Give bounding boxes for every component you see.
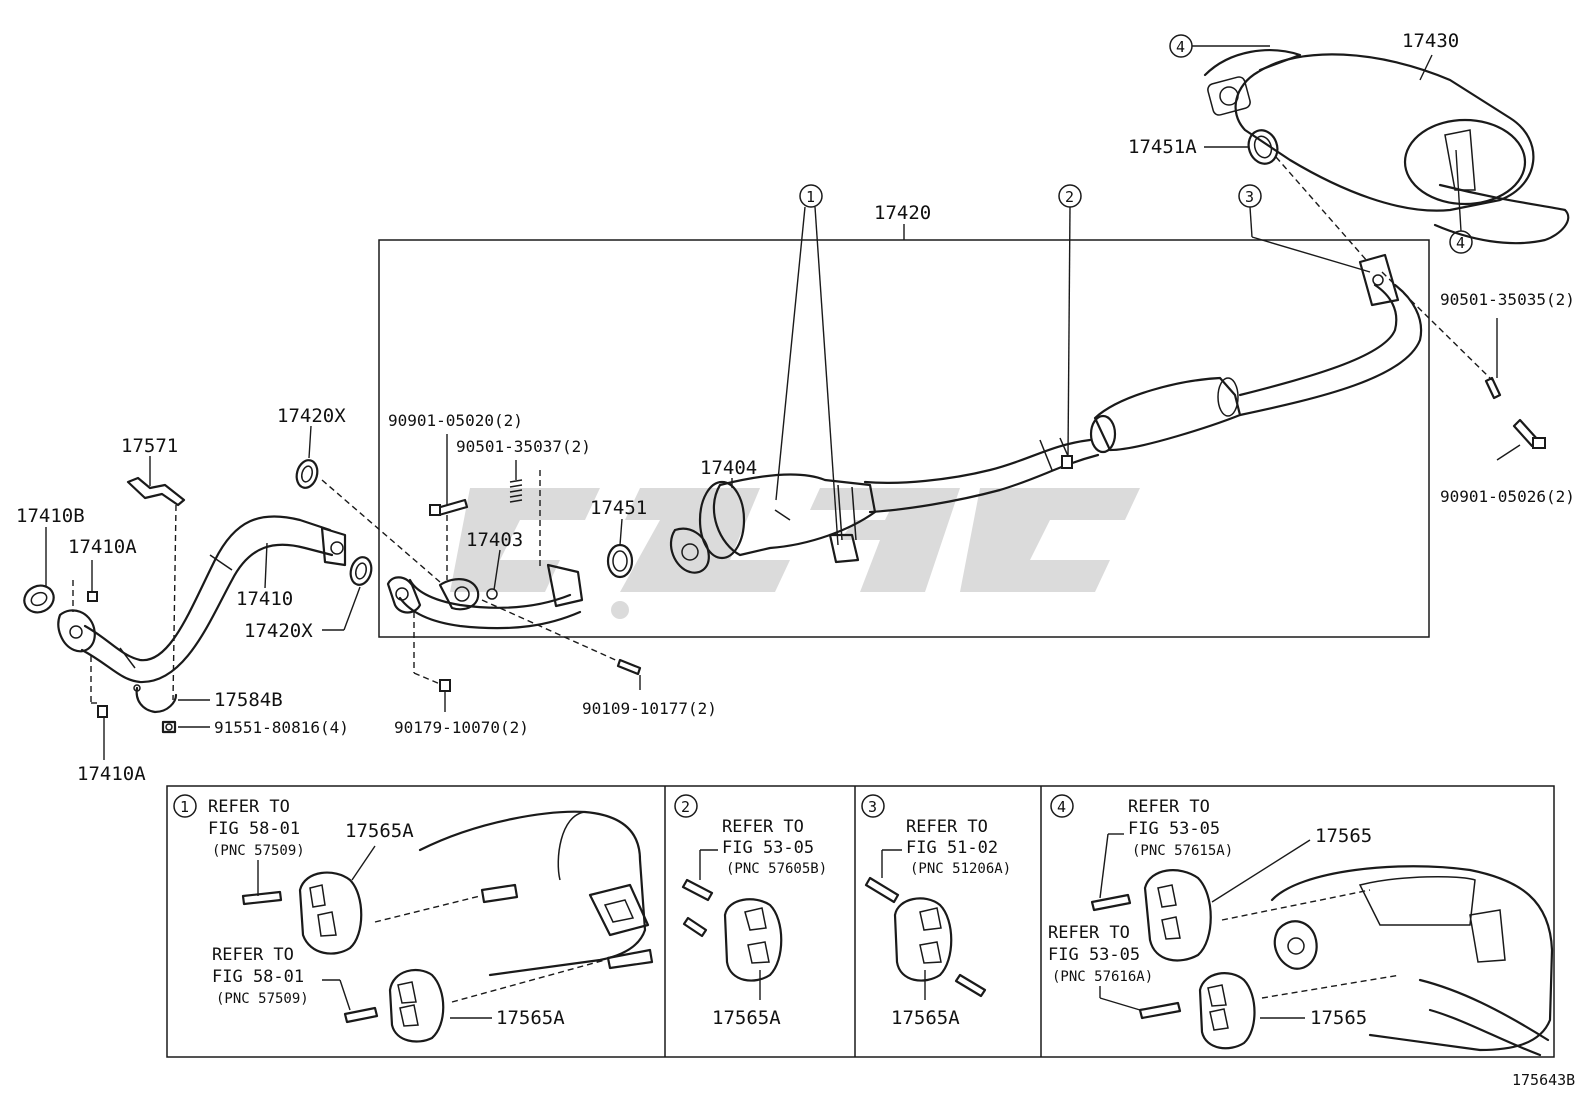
panel-1-pnc-2: (PNC 57509)	[216, 991, 309, 1007]
spring-90501-35037[interactable]	[509, 479, 523, 503]
panel-2-part[interactable]: 17565A	[712, 1007, 781, 1029]
panel-1: 1 REFER TO FIG 58-01 (PNC 57509) 17565A …	[173, 794, 654, 1043]
nut-17410A-bottom[interactable]	[97, 705, 108, 718]
callout-3[interactable]: 3	[1245, 188, 1254, 206]
gasket-17410B[interactable]	[20, 581, 58, 617]
callout-4-right[interactable]: 4	[1456, 234, 1465, 252]
panel-4-refer-to-2: REFER TO	[1048, 923, 1130, 943]
bolt-90901-05020[interactable]	[429, 498, 469, 517]
panel-1-refer-to-1: REFER TO	[208, 797, 290, 817]
bolt-90109-10177[interactable]	[616, 658, 642, 676]
label-17410[interactable]: 17410	[236, 588, 293, 610]
panel-1-fig-1[interactable]: FIG 58-01	[208, 819, 300, 839]
front-pipe-17403[interactable]	[386, 563, 584, 630]
panel-3: 3 REFER TO FIG 51-02 (PNC 51206A) 17565A	[861, 794, 1011, 1029]
panel-4-pnc-1: (PNC 57615A)	[1132, 843, 1233, 859]
label-90901-05026[interactable]: 90901-05026(2)	[1440, 487, 1575, 506]
bracket-17571[interactable]	[126, 476, 186, 507]
panel-3-part[interactable]: 17565A	[891, 1007, 960, 1029]
panel-1-fig-2[interactable]: FIG 58-01	[212, 967, 304, 987]
panel-3-number: 3	[868, 798, 877, 816]
rubber-hanger-17565A-panel3[interactable]	[893, 897, 953, 982]
label-17584B[interactable]: 17584B	[214, 689, 283, 711]
label-17404[interactable]: 17404	[700, 457, 757, 479]
label-17410B[interactable]: 17410B	[16, 505, 85, 527]
panel-3-refer-to: REFER TO	[906, 817, 988, 837]
gasket-17451[interactable]	[606, 543, 634, 579]
label-17571[interactable]: 17571	[121, 435, 178, 457]
panel-2: 2 REFER TO FIG 53-05 (PNC 57605B) 17565A	[674, 794, 827, 1029]
panel-1-number: 1	[180, 798, 189, 816]
panel-4-fig-1[interactable]: FIG 53-05	[1128, 819, 1220, 839]
panel-4: 4 REFER TO FIG 53-05 (PNC 57615A) REFER …	[1048, 794, 1554, 1057]
panel-4-part-a[interactable]: 17565	[1315, 825, 1372, 847]
label-17451A[interactable]: 17451A	[1128, 136, 1197, 158]
label-90109-10177[interactable]: 90109-10177(2)	[582, 699, 717, 718]
panel-4-number: 4	[1057, 798, 1066, 816]
label-17420[interactable]: 17420	[874, 202, 931, 224]
bolt-90501-35035[interactable]	[1484, 376, 1502, 400]
label-17403[interactable]: 17403	[466, 529, 523, 551]
exhaust-pipe-17410[interactable]	[57, 515, 347, 684]
rubber-hanger-17565A-upper[interactable]	[298, 871, 363, 955]
panel-1-part-a[interactable]: 17565A	[345, 820, 414, 842]
panel-4-fig-2[interactable]: FIG 53-05	[1048, 945, 1140, 965]
rubber-hanger-17565A-panel2[interactable]	[723, 898, 783, 982]
panel-3-fig[interactable]: FIG 51-02	[906, 838, 998, 858]
panel-1-pnc-1: (PNC 57509)	[212, 843, 305, 859]
label-91551-80816[interactable]: 91551-80816(4)	[214, 718, 349, 737]
label-90179-10070[interactable]: 90179-10070(2)	[394, 718, 529, 737]
label-17410A-bottom[interactable]: 17410A	[77, 763, 146, 785]
rubber-hanger-17565-lower[interactable]	[1198, 972, 1256, 1050]
rubber-hanger-17565-upper[interactable]	[1143, 869, 1212, 962]
panel-4-pnc-2: (PNC 57616A)	[1052, 969, 1153, 985]
watermark-logo	[450, 488, 1140, 619]
gasket-17451A[interactable]	[1244, 126, 1282, 168]
label-90501-35035[interactable]: 90501-35035(2)	[1440, 290, 1575, 309]
callout-1[interactable]: 1	[806, 188, 815, 206]
nut-17410A-top[interactable]	[87, 591, 98, 602]
label-17451[interactable]: 17451	[590, 497, 647, 519]
bolt-91551-80816[interactable]	[161, 720, 177, 734]
panel-4-part-b[interactable]: 17565	[1310, 1007, 1367, 1029]
label-90501-35037[interactable]: 90501-35037(2)	[456, 437, 591, 456]
panel-2-refer-to: REFER TO	[722, 817, 804, 837]
panel-1-part-b[interactable]: 17565A	[496, 1007, 565, 1029]
panel-2-number: 2	[681, 798, 690, 816]
gasket-17420X-top[interactable]	[294, 458, 321, 490]
nut-90179-10070[interactable]	[439, 679, 451, 692]
hanger-detail-frame	[166, 785, 1555, 1058]
gasket-17420X-bottom[interactable]	[348, 555, 375, 587]
panel-2-pnc: (PNC 57605B)	[726, 861, 827, 877]
bolt-90901-05026[interactable]	[1512, 418, 1546, 449]
label-17420X-bottom[interactable]: 17420X	[244, 620, 313, 642]
label-17430[interactable]: 17430	[1402, 30, 1459, 52]
callout-2[interactable]: 2	[1065, 188, 1074, 206]
label-17410A-top[interactable]: 17410A	[68, 536, 137, 558]
panel-1-refer-to-2: REFER TO	[212, 945, 294, 965]
callout-4-top[interactable]: 4	[1176, 38, 1185, 56]
label-17420X-top[interactable]: 17420X	[277, 405, 346, 427]
panel-3-pnc: (PNC 51206A)	[910, 861, 1011, 877]
rubber-hanger-17565A-lower[interactable]	[388, 968, 445, 1043]
diagram-code: 175643B	[1512, 1071, 1575, 1089]
panel-4-refer-to-1: REFER TO	[1128, 797, 1210, 817]
label-90901-05020[interactable]: 90901-05020(2)	[388, 411, 523, 430]
clamp-17584B[interactable]	[133, 684, 178, 714]
panel-2-fig[interactable]: FIG 53-05	[722, 838, 814, 858]
muffler-17430[interactable]	[1203, 49, 1570, 245]
